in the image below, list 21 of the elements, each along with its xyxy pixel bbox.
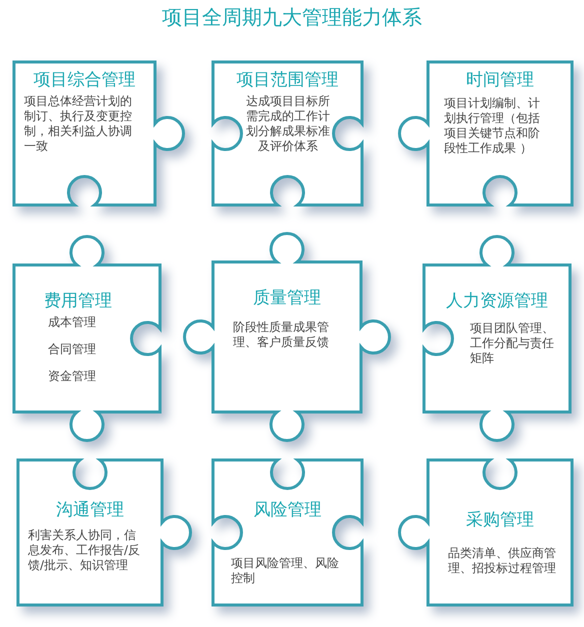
piece-heading: 项目综合管理 bbox=[32, 69, 136, 91]
piece-heading: 人力资源管理 bbox=[445, 290, 549, 312]
description-text: 利害关系人协同，信息发布、工作报告/反馈/批示、知识管理 bbox=[28, 528, 142, 573]
description-text: 阶段性质量成果管理、客户质量反馈 bbox=[233, 320, 330, 350]
piece-heading: 质量管理 bbox=[252, 287, 322, 309]
description-text: 项目总体经营计划的制订、执行及变更控制，相关利益人协调一致 bbox=[24, 94, 133, 154]
piece-heading: 时间管理 bbox=[465, 69, 535, 91]
description-text: 项目团队管理、工作分配与责任矩阵 bbox=[470, 321, 555, 366]
piece-heading: 风险管理 bbox=[252, 499, 322, 521]
description-text: 项目计划编制、计划执行管理（包括项目关键节点和阶段性工作成果 ） bbox=[444, 96, 541, 156]
description-text: 品类清单、供应商管理、招投标过程管理 bbox=[448, 546, 557, 576]
description-text: 达成项目目标所需完成的工作计划分解成果标准及评价体系 bbox=[245, 94, 331, 154]
description-text: 项目风险管理、风险控制 bbox=[231, 556, 340, 586]
description-text: 合同管理 bbox=[48, 342, 97, 357]
piece-heading: 项目范围管理 bbox=[236, 69, 340, 91]
description-text: 资金管理 bbox=[48, 369, 97, 384]
description-text: 成本管理 bbox=[48, 315, 97, 330]
piece-heading: 采购管理 bbox=[465, 509, 535, 531]
piece-heading: 费用管理 bbox=[44, 290, 112, 312]
piece-heading: 沟通管理 bbox=[55, 499, 125, 521]
diagram-title: 项目全周期九大管理能力体系 bbox=[161, 4, 423, 31]
